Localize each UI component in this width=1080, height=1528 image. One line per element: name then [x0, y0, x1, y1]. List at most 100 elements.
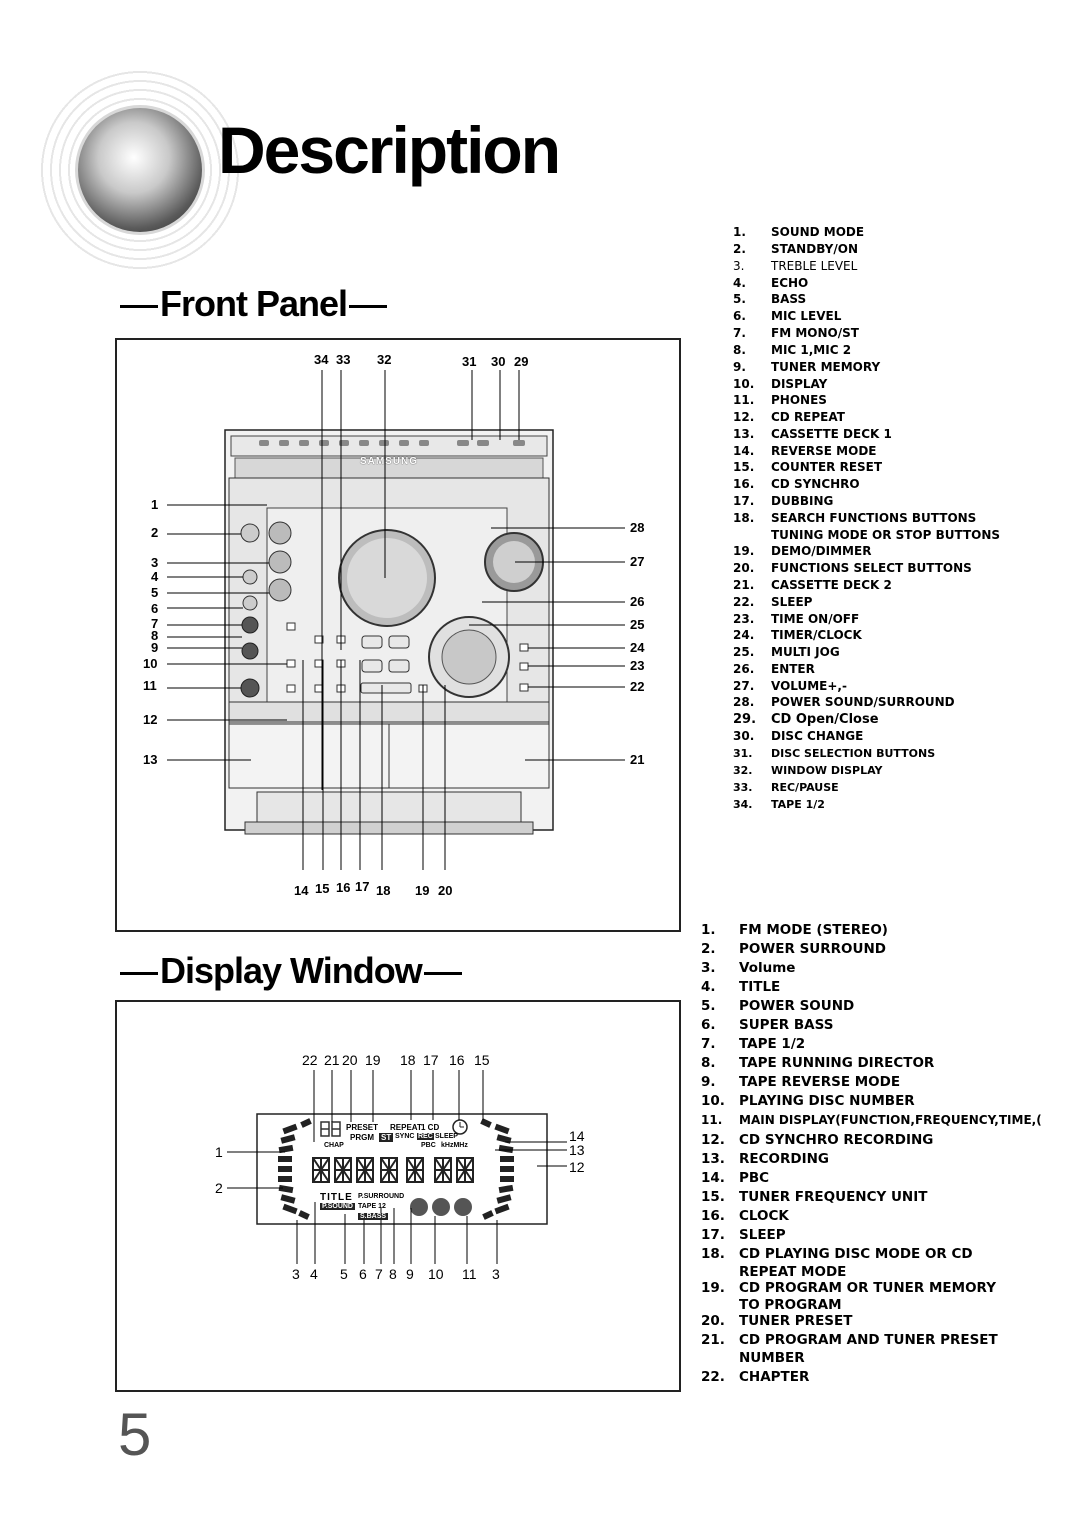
dw-callout-3b: 3: [492, 1266, 500, 1282]
legend-item: 18.SEARCH FUNCTIONS BUTTONS: [733, 511, 977, 525]
lcd-p-sound: P.SOUND: [320, 1203, 355, 1210]
legend-item: 10.DISPLAY: [733, 377, 828, 391]
legend-item: 18.CD PLAYING DISC MODE OR CD: [701, 1246, 973, 1262]
legend-item: 29.CD Open/Close: [733, 712, 879, 727]
dw-callout-22: 22: [302, 1052, 318, 1068]
lcd-rec: REC: [417, 1133, 434, 1140]
dw-callout-11: 11: [462, 1266, 477, 1282]
legend-item: 14.REVERSE MODE: [733, 444, 877, 458]
fp-callout-10: 10: [143, 656, 158, 671]
fp-callout-23: 23: [630, 658, 645, 673]
legend-item: 5.POWER SOUND: [701, 998, 855, 1014]
legend-item: 12.CD SYNCHRO RECORDING: [701, 1132, 934, 1148]
legend-item: 15.TUNER FREQUENCY UNIT: [701, 1189, 928, 1205]
legend-item: 17.DUBBING: [733, 494, 834, 508]
dw-callout-10: 10: [428, 1266, 444, 1282]
page-title: Description: [218, 113, 561, 187]
legend-item: 15.COUNTER RESET: [733, 460, 883, 474]
display-window-diagram: PRESET PRGM CHAP REPEAT 1 CD ST SYNC REC…: [115, 1000, 681, 1392]
fp-callout-22: 22: [630, 679, 645, 694]
heading-dash-left: [120, 971, 158, 975]
fp-callout-21: 21: [630, 752, 645, 767]
dw-callout-17: 17: [423, 1052, 439, 1068]
dw-callout-18: 18: [400, 1052, 416, 1068]
legend-item: 20.TUNER PRESET: [701, 1313, 853, 1329]
lcd-tape12: TAPE 12: [358, 1203, 386, 1210]
dw-callout-16: 16: [449, 1052, 465, 1068]
heading-dash-right: [349, 304, 388, 308]
legend-item: 11.PHONES: [733, 393, 827, 407]
fp-callout-1: 1: [151, 497, 159, 512]
legend-item: 13.CASSETTE DECK 1: [733, 427, 892, 441]
fp-callout-26: 26: [630, 594, 645, 609]
fp-callout-34: 34: [314, 352, 329, 367]
legend-item: 9.TAPE REVERSE MODE: [701, 1074, 901, 1090]
legend-item: 3.Volume: [701, 960, 796, 976]
fp-callout-29: 29: [514, 354, 529, 369]
legend-item: 1.FM MODE (STEREO): [701, 922, 888, 938]
legend-item: 1.SOUND MODE: [733, 225, 865, 239]
legend-item: 4.ECHO: [733, 276, 809, 290]
legend-item: 23.TIME ON/OFF: [733, 612, 860, 626]
lcd-sync: SYNC: [395, 1133, 415, 1140]
legend-item: 19.CD PROGRAM OR TUNER MEMORY: [701, 1280, 996, 1296]
lcd-title: TITLE: [320, 1192, 353, 1203]
fp-callout-14: 14: [294, 883, 309, 898]
lcd-st: ST: [379, 1133, 394, 1142]
speaker-logo-icon: [78, 108, 202, 232]
dw-callout-20: 20: [342, 1052, 358, 1068]
lcd-khzmhz: kHzMHz: [441, 1142, 468, 1149]
lcd-preset: PRESET: [346, 1123, 379, 1132]
heading-dash-right: [423, 971, 462, 975]
fp-callout-6: 6: [151, 601, 159, 616]
legend-item: REPEAT MODE: [739, 1264, 847, 1280]
brand-label: SAMSUNG: [359, 456, 419, 467]
lcd-repeat: REPEAT: [390, 1123, 422, 1132]
dw-callout-1: 1: [215, 1144, 223, 1160]
legend-item: 21.CASSETTE DECK 2: [733, 578, 892, 592]
fp-callout-28: 28: [630, 520, 645, 535]
fp-callout-31: 31: [462, 354, 477, 369]
front-panel-heading: Front Panel: [118, 283, 389, 325]
dw-callout-7: 7: [375, 1266, 383, 1282]
dw-callout-3: 3: [292, 1266, 300, 1282]
lcd-1cd: 1 CD: [421, 1123, 440, 1132]
fp-callout-16: 16: [336, 880, 351, 895]
legend-item: 7.FM MONO/ST: [733, 326, 859, 340]
legend-item: 5.BASS: [733, 292, 807, 306]
legend-item: TUNING MODE OR STOP BUTTONS: [771, 528, 1001, 542]
fp-callout-20: 20: [438, 883, 453, 898]
legend-item: 28.POWER SOUND/SURROUND: [733, 695, 955, 709]
fp-callout-3: 3: [151, 555, 159, 570]
fp-callout-25: 25: [630, 617, 645, 632]
legend-item: 11.MAIN DISPLAY(FUNCTION,FREQUENCY,TIME,…: [701, 1113, 1042, 1127]
dw-callout-8: 8: [389, 1266, 397, 1282]
fp-callout-4: 4: [151, 569, 159, 584]
legend-item: 9.TUNER MEMORY: [733, 360, 881, 374]
legend-item: TO PROGRAM: [739, 1297, 842, 1313]
dw-callout-6: 6: [359, 1266, 367, 1282]
legend-item: 19.DEMO/DIMMER: [733, 544, 872, 558]
fp-callout-30: 30: [491, 354, 506, 369]
dw-callout-5: 5: [340, 1266, 348, 1282]
display-window-heading-text: Display Window: [160, 950, 423, 991]
legend-item: 7.TAPE 1/2: [701, 1036, 806, 1052]
lcd-s-bass: S.BASS: [358, 1213, 389, 1220]
fp-callout-27: 27: [630, 554, 645, 569]
legend-item: 24.TIMER/CLOCK: [733, 628, 862, 642]
legend-item: 27.VOLUME+,-: [733, 679, 847, 693]
legend-item: 10.PLAYING DISC NUMBER: [701, 1093, 915, 1109]
lcd-pbc: PBC: [421, 1142, 436, 1149]
legend-item: 14.PBC: [701, 1170, 770, 1186]
lcd-chap: CHAP: [324, 1142, 344, 1149]
legend-item: 2.POWER SURROUND: [701, 941, 886, 957]
legend-item: 21.CD PROGRAM AND TUNER PRESET: [701, 1332, 998, 1348]
dw-callout-2: 2: [215, 1180, 223, 1196]
lcd-prgm: PRGM: [350, 1133, 374, 1142]
legend-item: 30.DISC CHANGE: [733, 729, 864, 743]
dw-callout-9: 9: [406, 1266, 414, 1282]
legend-item: 17.SLEEP: [701, 1227, 786, 1243]
fp-callout-9: 9: [151, 640, 159, 655]
fp-callout-17: 17: [355, 879, 370, 894]
fp-callout-32: 32: [377, 352, 392, 367]
